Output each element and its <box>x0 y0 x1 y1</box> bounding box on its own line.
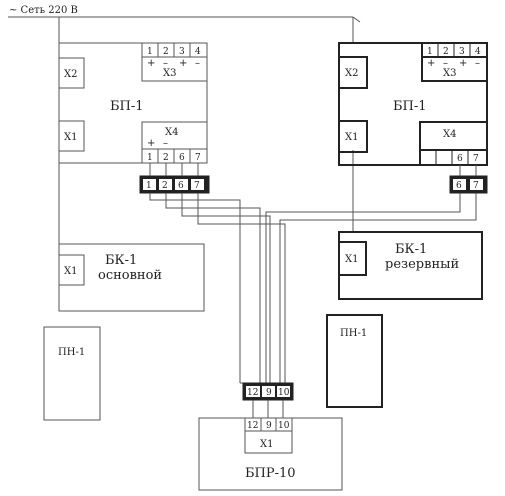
x4-label: X4 <box>165 127 178 138</box>
unit-title: БП-1 <box>393 99 427 114</box>
power-supply-right: X2 X1 БП-1 1 2 3 4 + – + – X3 <box>338 42 488 166</box>
pin-label: 2 <box>443 47 449 57</box>
signal-wires <box>149 193 477 384</box>
pin-label: 2 <box>163 153 169 163</box>
pin-label: 3 <box>459 47 465 57</box>
pin-label: 2 <box>163 47 169 57</box>
pin-label: 1 <box>427 47 433 57</box>
polarity-sign: – <box>195 58 200 69</box>
x2-label: X2 <box>345 68 358 79</box>
x4-connector: X4 6 7 <box>419 121 488 166</box>
pin-label: 2 <box>162 181 168 191</box>
pin-label: 6 <box>178 181 184 191</box>
x1-connector <box>338 120 368 153</box>
pin-label: 4 <box>195 47 201 57</box>
unit-name: БК-1 <box>395 242 427 257</box>
polarity-sign: + <box>459 58 467 69</box>
pin-label: 9 <box>266 388 272 398</box>
unit-role: основной <box>98 268 162 283</box>
pin-label: 4 <box>475 47 481 57</box>
terminal-block-right: 6 7 <box>449 165 488 194</box>
pin-label: 1 <box>147 47 153 57</box>
unit-role: резервный <box>385 257 459 272</box>
pin-label: 1 <box>146 181 152 191</box>
x1-label: X1 <box>64 132 77 143</box>
x1-label: X1 <box>260 439 273 450</box>
pin-label: 10 <box>278 388 290 398</box>
mains-supply-label: ~ Сеть 220 В <box>9 5 78 16</box>
x3-connector: 1 2 3 4 + – + – X3 <box>141 42 208 82</box>
x4-label: X4 <box>443 129 456 140</box>
unit-label: ПН-1 <box>340 328 367 339</box>
x3-label: X3 <box>443 68 456 79</box>
unit-title: БПР-10 <box>245 466 296 481</box>
x3-label: X3 <box>163 68 176 79</box>
pin-label: 7 <box>195 153 201 163</box>
unit-title: БП-1 <box>110 99 144 114</box>
x1-label: X1 <box>345 254 358 265</box>
pin-label: 10 <box>278 421 290 431</box>
sensor-unit-left: ПН-1 <box>43 326 101 421</box>
x1-label: X1 <box>64 266 77 277</box>
control-unit-reserve: X1 БК-1 резервный <box>338 231 483 300</box>
pin-label: 9 <box>266 421 272 431</box>
relay-unit: 12 9 10 12 9 10 X1 БПР-10 <box>198 382 343 491</box>
x2-connector <box>58 57 85 89</box>
x1-connector <box>58 120 85 152</box>
pin-label: 7 <box>473 154 479 164</box>
polarity-sign: – <box>163 138 168 149</box>
x2-connector <box>338 56 368 89</box>
control-unit-main: X1 БК-1 основной <box>58 243 205 312</box>
pin-label: 7 <box>194 181 200 191</box>
polarity-sign: – <box>475 58 480 69</box>
polarity-sign: + <box>147 138 155 149</box>
x1-connector <box>58 254 85 286</box>
polarity-sign: + <box>179 58 187 69</box>
x2-label: X2 <box>64 69 77 80</box>
pin-label: 1 <box>147 153 153 163</box>
mains-supply <box>8 16 361 244</box>
x1-connector <box>338 241 367 276</box>
pin-label: 6 <box>456 181 462 191</box>
pin-label: 12 <box>247 388 258 398</box>
x1-label: X1 <box>345 132 358 143</box>
sensor-unit-right: ПН-1 <box>326 314 383 408</box>
pin-label: 3 <box>179 47 185 57</box>
terminal-block-left: 1 2 6 7 <box>139 163 210 194</box>
pin-label: 12 <box>247 421 258 431</box>
x3-connector: 1 2 3 4 + – + – X3 <box>421 42 488 82</box>
polarity-sign: + <box>147 58 155 69</box>
pin-label: 6 <box>457 154 463 164</box>
unit-name: БК-1 <box>105 253 137 268</box>
polarity-sign: + <box>427 58 435 69</box>
unit-label: ПН-1 <box>58 347 85 358</box>
pin-label: 6 <box>179 153 185 163</box>
pin-label: 7 <box>473 181 479 191</box>
x4-connector: X4 + – 1 2 6 7 <box>141 121 208 164</box>
polarity-sign: – <box>443 58 448 69</box>
power-supply-left: X2 X1 БП-1 1 2 3 4 + – + – X3 <box>58 42 208 164</box>
polarity-sign: – <box>163 58 168 69</box>
